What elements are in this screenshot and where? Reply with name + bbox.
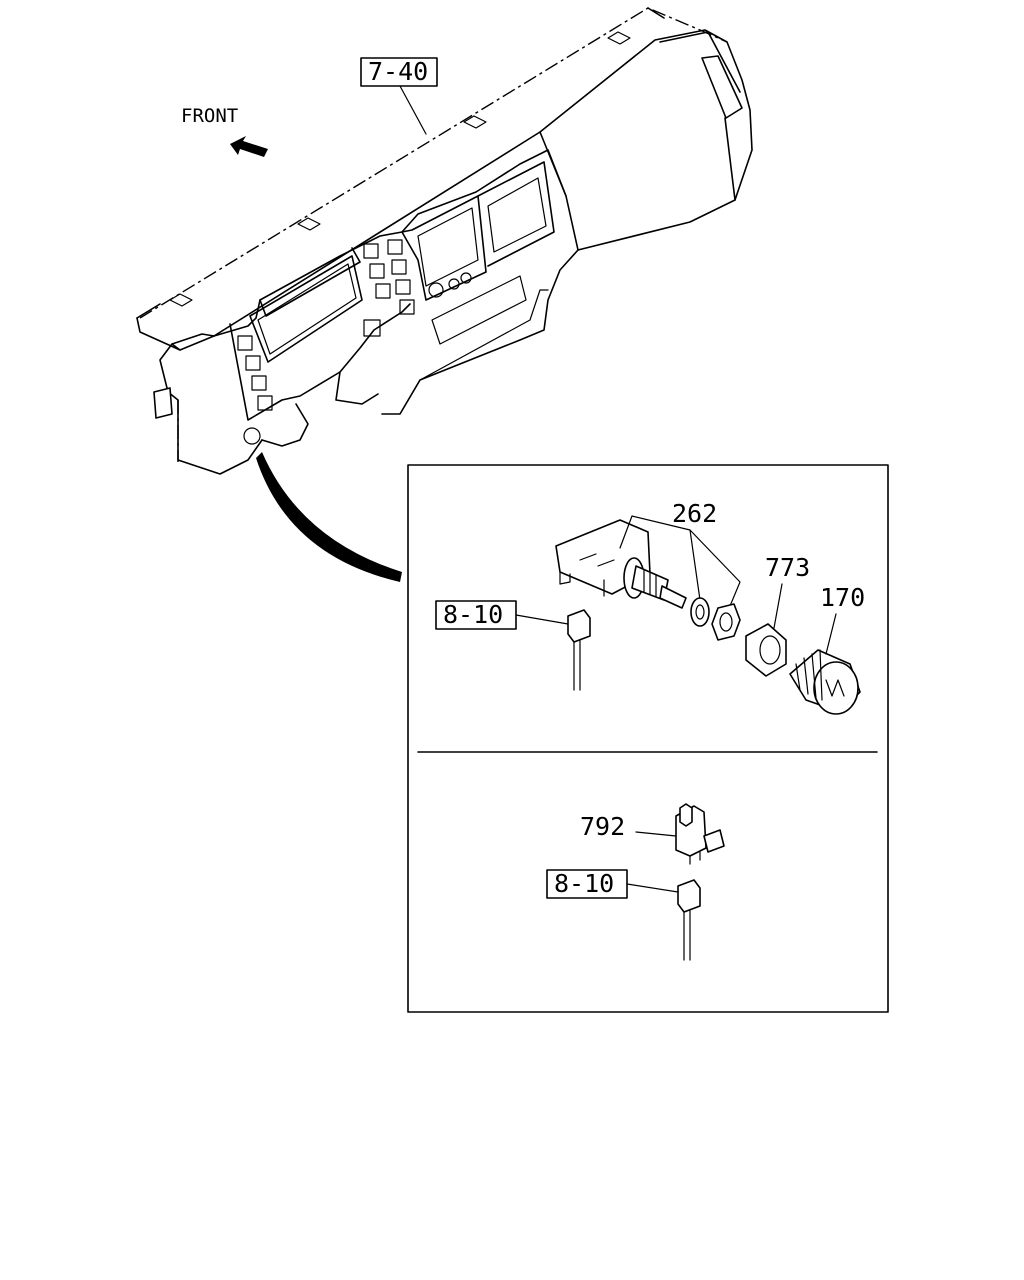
detail-panel <box>407 464 889 1013</box>
harness-upper-callout[interactable]: 8-10 <box>435 600 569 630</box>
nut-773 <box>745 623 787 677</box>
switch-792 <box>675 803 725 865</box>
label-773[interactable]: 773 <box>765 553 810 582</box>
part-170-label[interactable]: 170 <box>820 583 865 655</box>
dashboard-illustration <box>136 7 753 475</box>
callout-8-10-lower[interactable]: 8-10 <box>554 869 614 898</box>
connector-icon <box>567 609 591 691</box>
connector-lower <box>677 879 701 961</box>
part-262-label[interactable]: 262 <box>619 499 741 607</box>
callout-7-40[interactable]: 7-40 <box>368 57 428 86</box>
detail-frame <box>407 464 889 1013</box>
label-170[interactable]: 170 <box>820 583 865 612</box>
front-label: FRONT <box>181 105 238 127</box>
knob-icon <box>789 649 861 715</box>
label-792[interactable]: 792 <box>580 812 625 841</box>
dashboard-callout[interactable]: 7-40 <box>360 57 438 135</box>
label-262[interactable]: 262 <box>672 499 717 528</box>
switch-assembly[interactable] <box>555 519 687 609</box>
harness-lower-callout[interactable]: 8-10 <box>546 869 679 899</box>
callout-box-7-40 <box>360 57 438 87</box>
front-indicator: FRONT <box>181 105 268 157</box>
callout-8-10-upper[interactable]: 8-10 <box>443 600 503 629</box>
hex-nut <box>711 603 741 641</box>
washer <box>690 597 710 627</box>
part-773-label[interactable]: 773 <box>765 553 810 629</box>
detail-leader <box>256 452 402 582</box>
part-792-label[interactable]: 792 <box>580 812 677 841</box>
front-arrow-icon <box>230 136 268 157</box>
